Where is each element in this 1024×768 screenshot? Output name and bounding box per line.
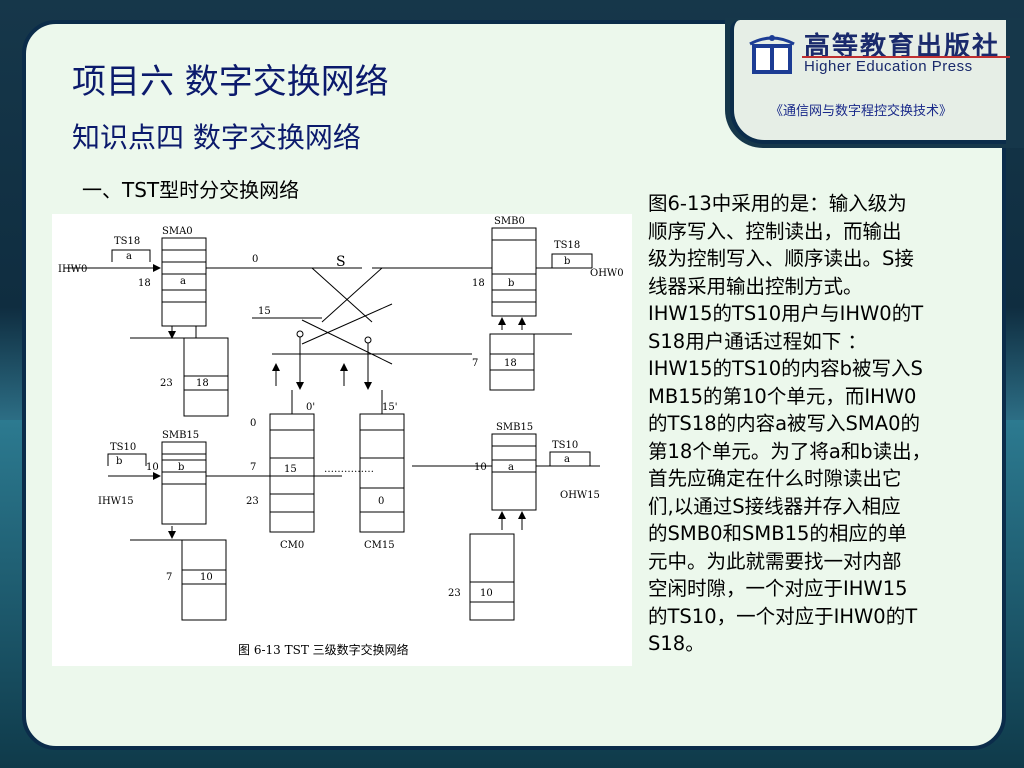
header-tab — [730, 20, 1006, 144]
smb15-in-ctrl-cell: 10 — [200, 572, 213, 583]
body-line: S18用户通话过程如下 ： — [648, 329, 867, 353]
sma0-ctrl-cell: 18 — [196, 378, 209, 389]
body-line: 线器采用输出控制方式。 — [648, 274, 863, 298]
sma0-ctrl-row: 23 — [160, 378, 173, 389]
sma0-ts-label: TS18 — [114, 236, 140, 247]
publisher-name-en: Higher Education Press — [804, 58, 973, 75]
smb0-block — [491, 227, 537, 317]
s-switch-label: S — [336, 254, 346, 270]
cm-dots: …………… — [324, 464, 374, 475]
cm0-row-0: 0 — [250, 418, 256, 429]
body-line: MB15的第10个单元，而IHW0 — [648, 384, 917, 408]
cm15-cell: 0 — [378, 496, 384, 507]
smb15-out-ctrl-row: 23 — [448, 588, 461, 599]
sma0-row-label: 18 — [138, 278, 151, 289]
body-line: IHW15的TS10用户与IHW0的T — [648, 302, 924, 325]
smb15-in-row: 10 — [146, 462, 159, 473]
smb0-cell: b — [508, 278, 514, 289]
body-line: 级为控制写入、顺序读出。S接 — [648, 247, 914, 270]
cm0-row-7: 7 — [250, 462, 256, 473]
body-line: 们,以通过S接线器并存入相应 — [648, 494, 901, 518]
slide-title: 项目六 数字交换网络 — [72, 62, 389, 102]
smb0-ctrl-cell: 18 — [504, 358, 517, 369]
ohw0-label: OHW0 — [590, 268, 624, 279]
body-line: S18。 — [648, 632, 705, 655]
sma0-control-memory — [183, 337, 229, 417]
tst-diagram: SMA0 TS18 a IHW0 18 a 23 18 SMB15 TS10 b… — [58, 216, 624, 657]
smb0-control-memory — [489, 333, 535, 391]
cm15-top-label: 15' — [382, 402, 397, 413]
smb0-ts-value: b — [564, 256, 570, 267]
sma0-ts-value: a — [126, 251, 132, 262]
logo-divider — [802, 56, 1010, 58]
body-line: 元中。为此就需要找一对内部 — [648, 549, 902, 573]
smb15-out-cell: a — [508, 462, 514, 473]
sma0-cell: a — [180, 276, 186, 287]
ihw0-label: IHW0 — [58, 264, 87, 275]
cm15-label: CM15 — [364, 540, 395, 551]
smb15-out-ctrl-cell: 10 — [480, 588, 493, 599]
body-line: 的TS18的内容a被写入SMA0的 — [648, 412, 921, 435]
body-line: 第18个单元。为了将a和b读出， — [648, 439, 932, 463]
smb0-ts-label: TS18 — [554, 240, 580, 251]
smb0-row: 18 — [472, 278, 485, 289]
section-heading: 一、TST型时分交换网络 — [82, 178, 300, 202]
body-line: 图6-13中采用的是：输入级为 — [648, 192, 907, 215]
slide-subtitle: 知识点四 数字交换网络 — [72, 121, 361, 154]
smb15-in-ts-label: TS10 — [110, 442, 136, 453]
smb0-ctrl-row: 7 — [472, 358, 478, 369]
smb15-out-ts-label: TS10 — [552, 440, 578, 451]
figure-caption: 图 6-13 TST 三级数字交换网络 — [238, 642, 409, 657]
smb15-output-control-memory — [469, 533, 515, 621]
smb0-label: SMB0 — [494, 216, 525, 227]
body-line: IHW15的TS10的内容b被写入S — [648, 357, 923, 380]
cm0-top-label: 0' — [306, 402, 315, 413]
sma0-label: SMA0 — [162, 226, 193, 237]
publisher-logo-icon — [749, 35, 795, 74]
smb15-out-label: SMB15 — [496, 422, 533, 433]
book-title: 《通信网与数字程控交换技术》 — [770, 104, 953, 119]
body-line: 的TS10，一个对应于IHW0的T — [648, 604, 918, 628]
body-line: 首先应确定在什么时隙读出它 — [648, 467, 902, 490]
sma0-block — [161, 237, 207, 327]
tst-diagram-figure: SMA0 TS18 a IHW0 18 a 23 18 SMB15 TS10 b… — [52, 214, 632, 666]
ihw15-label: IHW15 — [98, 496, 134, 507]
cm0-row-23: 23 — [246, 496, 259, 507]
body-text: 图6-13中采用的是：输入级为顺序写入、控制读出，而输出级为控制写入、顺序读出。… — [648, 190, 998, 658]
smb15-input-block — [161, 441, 207, 525]
smb15-in-cell: b — [178, 462, 184, 473]
smb15-in-ts-value: b — [116, 456, 122, 467]
smb15-out-ts-value: a — [564, 454, 570, 465]
body-line: 的SMB0和SMB15的相应的单 — [648, 522, 907, 545]
body-line: 顺序写入、控制读出，而输出 — [648, 219, 902, 243]
line-0-label: 0 — [252, 254, 258, 265]
smb15-input-control-memory — [181, 539, 227, 621]
smb15-in-label: SMB15 — [162, 430, 199, 441]
cm0-cell: 15 — [284, 464, 297, 475]
cm0-label: CM0 — [280, 540, 304, 551]
smb15-in-ctrl-row: 7 — [166, 572, 172, 583]
line-15-label: 15 — [258, 306, 271, 317]
ohw15-label: OHW15 — [560, 490, 600, 501]
smb15-out-row: 10 — [474, 462, 487, 473]
body-line: 空闲时隙，一个对应于IHW15 — [648, 577, 908, 600]
